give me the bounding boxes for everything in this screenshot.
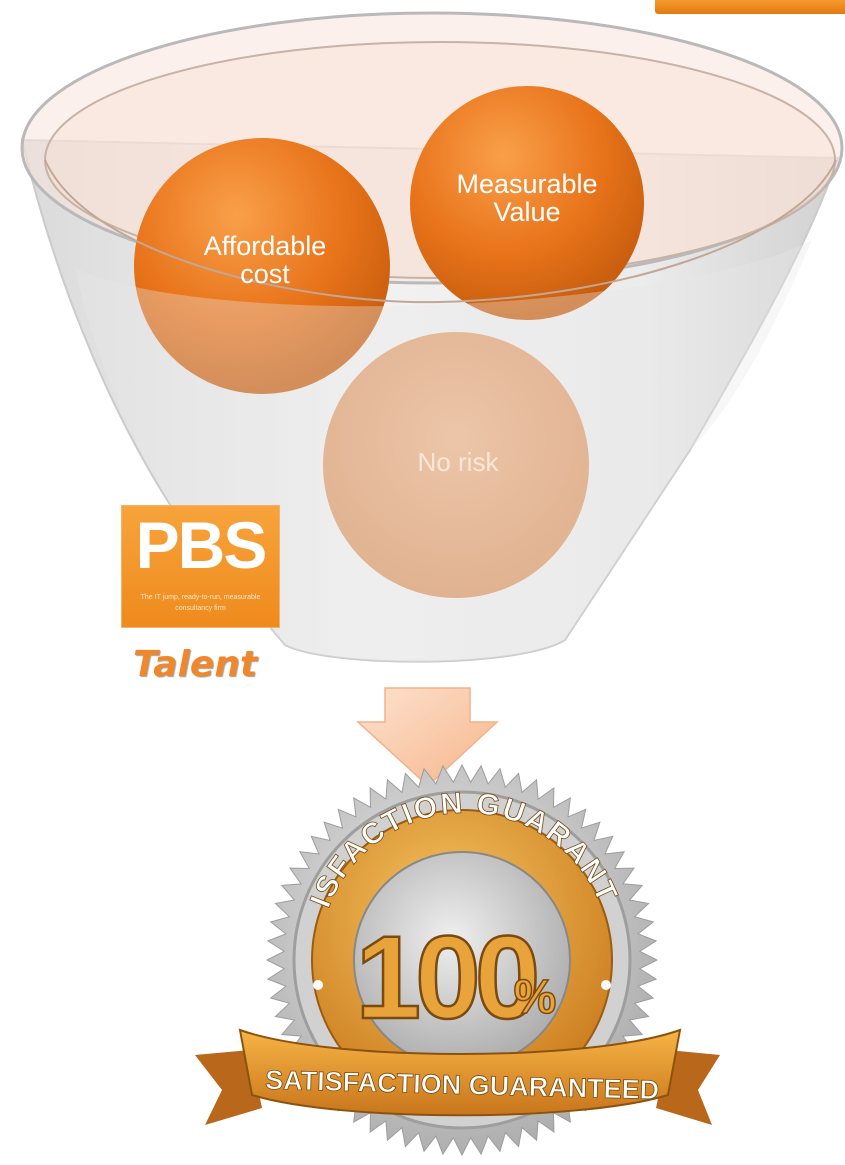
seal-dot-left [313, 980, 323, 990]
label-line: No risk [417, 447, 499, 477]
label-line: Affordable [203, 231, 327, 261]
logo-letters: PBS [135, 508, 268, 582]
funnel-rim-front [44, 159, 837, 304]
seal-percent: % [514, 971, 557, 1024]
down-arrow-icon [356, 687, 499, 788]
ball-label-affordable: Affordable cost [170, 232, 360, 289]
pbs-logo: PBS The IT jump, ready-to-run, measurabl… [121, 505, 280, 628]
seal-dot-right [601, 980, 611, 990]
label-line: Measurable [456, 169, 598, 199]
corner-tab [655, 0, 845, 14]
ball-label-norisk: No risk [363, 447, 553, 477]
ball-measurable [410, 86, 644, 320]
ribbon-tail-left [195, 1050, 262, 1125]
seal-number: 100 [356, 912, 536, 1044]
logo-tagline: The IT jump, ready-to-run, measurable co… [140, 594, 261, 612]
ball-norisk [323, 332, 589, 598]
ball-affordable [134, 138, 390, 394]
label-line: cost [240, 259, 290, 290]
ribbon-band [238, 1028, 682, 1117]
ball-label-measurable: Measurable Value [432, 170, 622, 227]
logo-word: Talent [133, 644, 258, 685]
label-line: Value [493, 197, 561, 228]
